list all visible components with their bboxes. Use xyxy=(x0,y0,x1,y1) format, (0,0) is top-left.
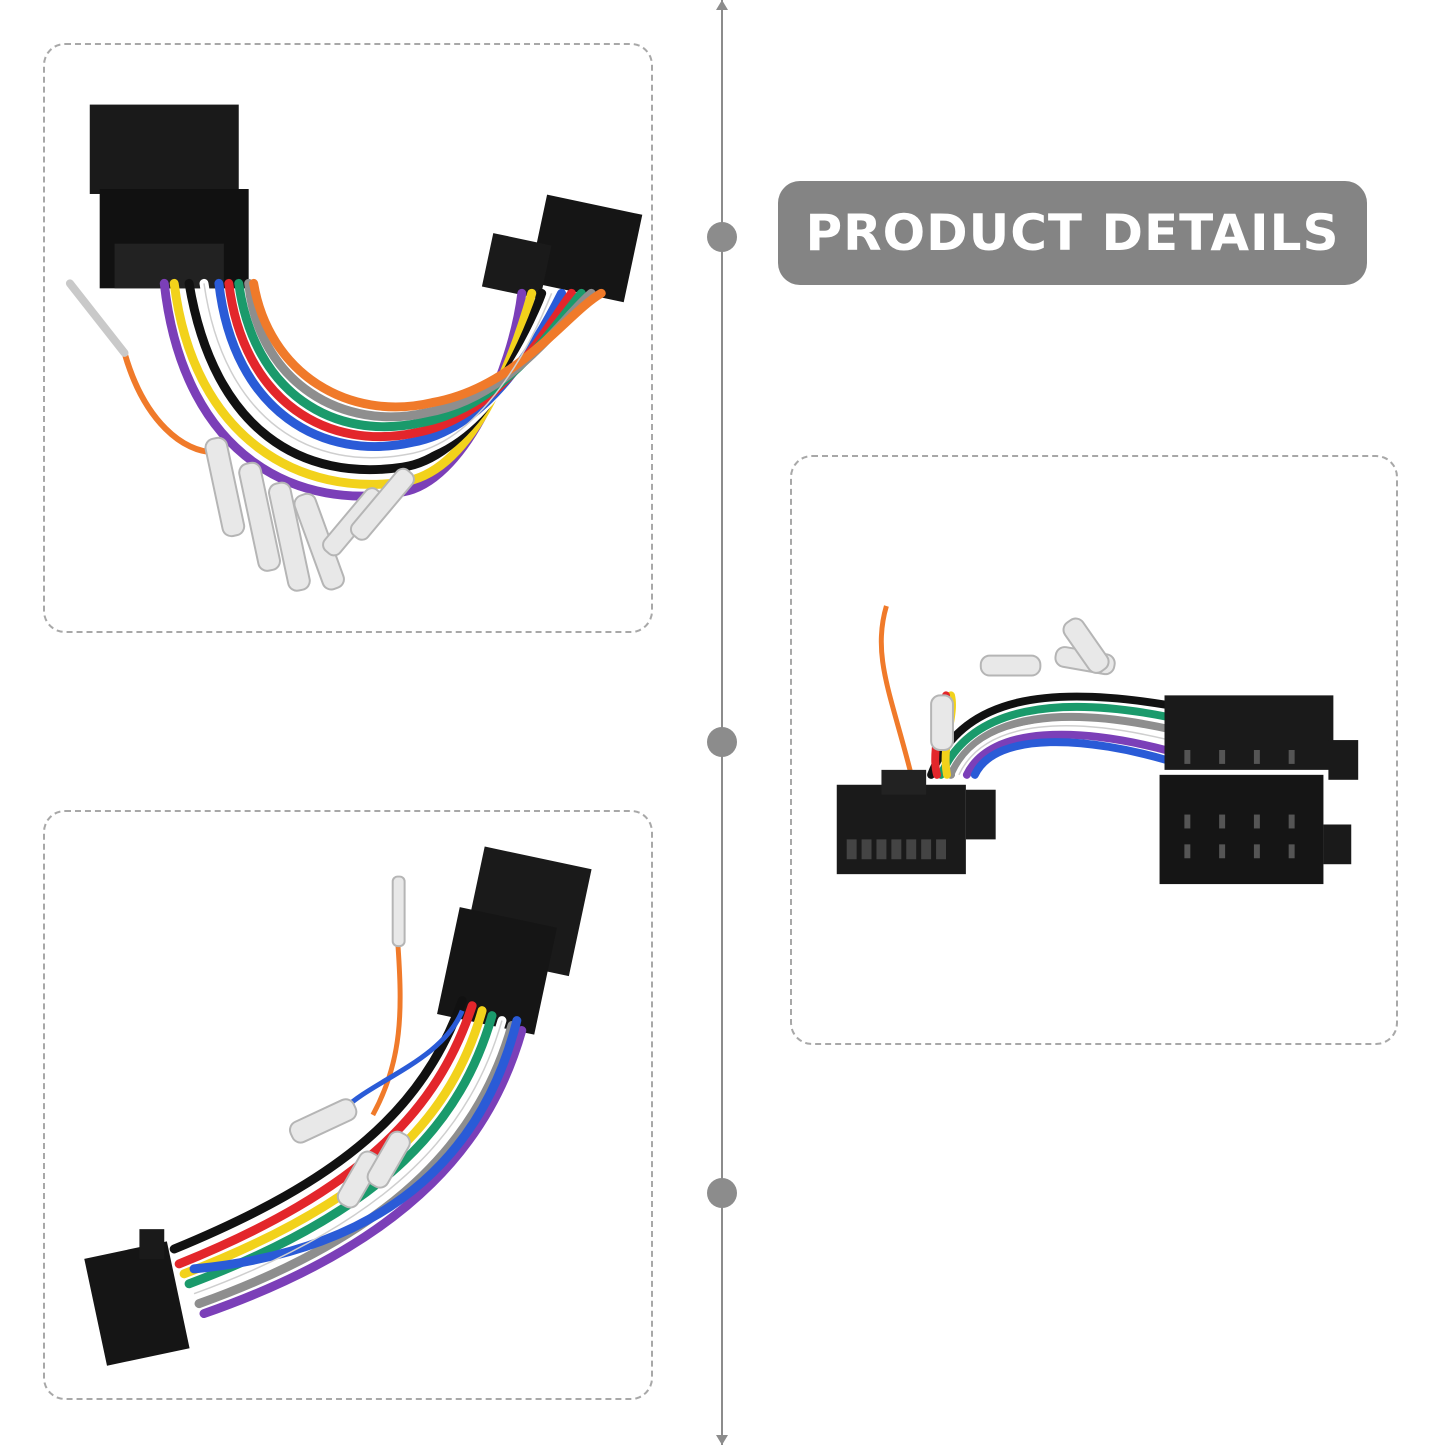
product-image-panel xyxy=(43,810,653,1400)
wiring-harness-image xyxy=(84,846,592,1366)
timeline-dot xyxy=(707,1178,737,1208)
timeline-dot xyxy=(707,222,737,252)
product-details-badge: PRODUCT DETAILS xyxy=(778,181,1367,285)
timeline-dot xyxy=(707,727,737,757)
product-image-panel xyxy=(43,43,653,633)
timeline-line xyxy=(721,0,723,1445)
page-title: PRODUCT DETAILS xyxy=(805,204,1340,262)
timeline-arrow-down-icon xyxy=(716,1435,728,1445)
wiring-harness-image xyxy=(65,104,643,592)
wiring-harness-image xyxy=(836,605,1359,885)
product-image-panel xyxy=(790,455,1398,1045)
timeline-arrow-up-icon xyxy=(716,0,728,10)
